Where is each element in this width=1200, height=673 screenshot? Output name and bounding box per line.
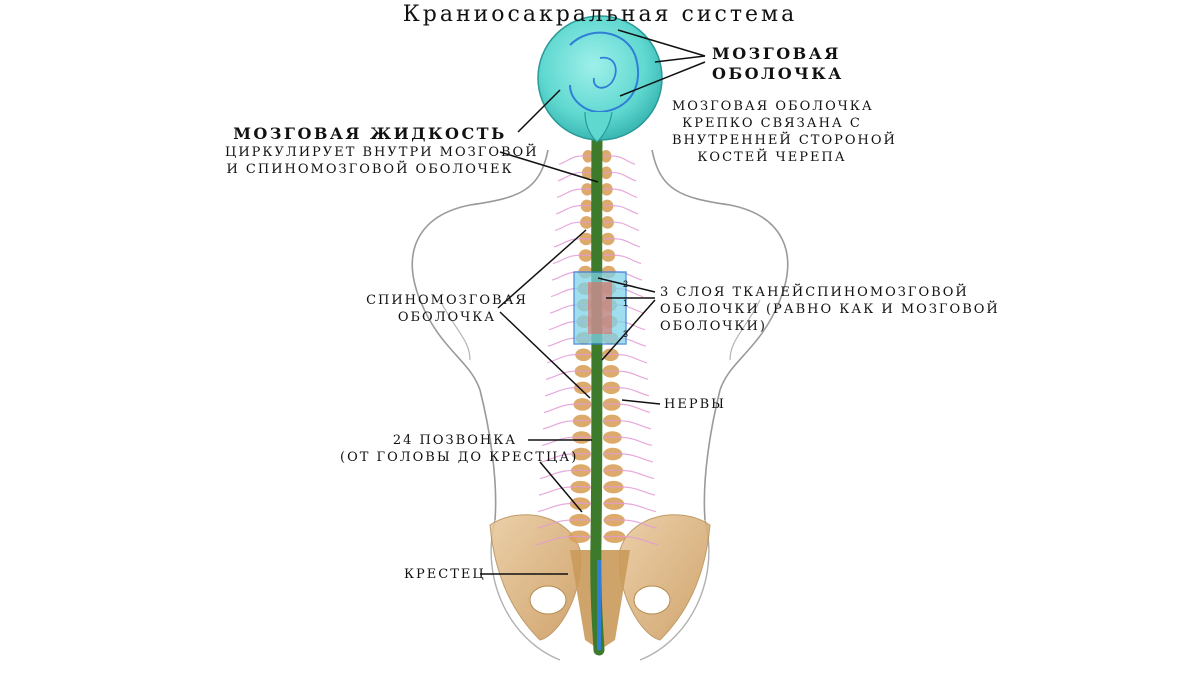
spinal-cord [590, 134, 605, 656]
nerve-branch [602, 237, 641, 248]
vertebrae-line2: (от головы до крестца) [340, 450, 579, 465]
nerve-branch [539, 469, 592, 480]
nerve-branch [602, 353, 648, 364]
label-meninges-note: Мозговая оболочка крепко связана с внутр… [672, 98, 897, 166]
arm-left-outline [439, 299, 471, 361]
layer-number-2: 2 [623, 279, 628, 289]
nerve-branch [602, 155, 636, 165]
nerve-branch [602, 436, 653, 447]
nerve-branch [553, 237, 592, 248]
nerve-branch [555, 204, 592, 215]
nerve-branch [554, 221, 592, 232]
label-spinal-membrane: Спиномозговая оболочка [362, 292, 532, 326]
nerve-branch [602, 419, 652, 430]
hip-socket-left [529, 585, 567, 615]
nerve-branch [542, 419, 592, 430]
nerve-branch [602, 204, 639, 215]
layer-number-3: 3 [623, 329, 628, 339]
page-title: Краниосакральная система [402, 2, 798, 27]
layers-line3: оболочки) [660, 319, 767, 334]
nerve-branch [602, 403, 651, 413]
note-line1: Мозговая оболочка [672, 99, 874, 114]
nerve-branch [602, 171, 637, 182]
nerve-branch [538, 486, 592, 496]
nerve-branches [535, 155, 659, 546]
brain-stem [584, 111, 613, 143]
note-line4: костей черепа [697, 150, 847, 165]
label-vertebrae: 24 позвонка (от головы до крестца) [340, 432, 579, 466]
nerve-branch [544, 386, 592, 397]
nerve-branch [546, 353, 592, 364]
nerve-branch [552, 254, 592, 265]
label-membrane-layers: 3 слоя тканейспиномозговой оболочки (рав… [660, 284, 1000, 335]
leader-lines [480, 29, 706, 575]
nerve-branch [556, 188, 592, 198]
nerve-branch [602, 535, 659, 546]
nerve-branch [602, 519, 658, 529]
note-line2: крепко связана с [682, 116, 862, 131]
pelvis-right [618, 514, 711, 641]
note-line3: внутренней стороной [672, 133, 897, 148]
label-meninges-line2: оболочка [712, 64, 844, 83]
csf-title: Мозговая жидкость [233, 124, 507, 143]
label-meninges-line1: Мозговая [712, 44, 841, 63]
nerve-branch [602, 386, 650, 397]
layers-line1: 3 слоя тканейспиномозговой [660, 285, 969, 300]
csf-line2: циркулирует внутри мозговой [225, 145, 539, 160]
nerve-branch [602, 221, 640, 232]
nerve-branch [558, 155, 592, 165]
csf-line3: и спиномозговой оболочек [226, 162, 514, 177]
body-outline [411, 149, 789, 521]
label-sacrum: Крестец [404, 567, 486, 582]
brain-membrane [569, 31, 640, 114]
nerve-branch [536, 519, 592, 529]
vertebrae-line1: 24 позвонка [392, 433, 518, 448]
nerve-branch [602, 254, 642, 265]
nerve-branch [537, 502, 592, 513]
layers-line2: оболочки (равно как и мозговой [660, 302, 1000, 317]
nerve-branch [543, 403, 592, 413]
nerve-branch [602, 188, 638, 198]
nerve-branch [535, 535, 592, 546]
nerve-branch [602, 453, 654, 463]
nerve-branch [602, 502, 657, 513]
spinal-line1: Спиномозговая [366, 293, 528, 308]
label-csf: Мозговая жидкость циркулирует внутри моз… [225, 124, 539, 178]
label-nerves: Нервы [664, 397, 726, 412]
nerve-branch [602, 370, 649, 380]
arm-right-outline [729, 299, 761, 361]
label-meninges: Мозговая оболочка [712, 44, 844, 84]
brain-ventricle [592, 56, 617, 89]
hip-socket-right [633, 585, 671, 615]
nerve-branch [541, 436, 592, 447]
spinal-line2: оболочка [397, 310, 497, 325]
nerve-branch [602, 486, 656, 496]
pelvis-left [489, 514, 582, 641]
inner-layer [588, 282, 612, 334]
layer-number-1: 1 [623, 298, 628, 308]
nerve-branch [602, 469, 655, 480]
nerve-branch [540, 453, 592, 463]
